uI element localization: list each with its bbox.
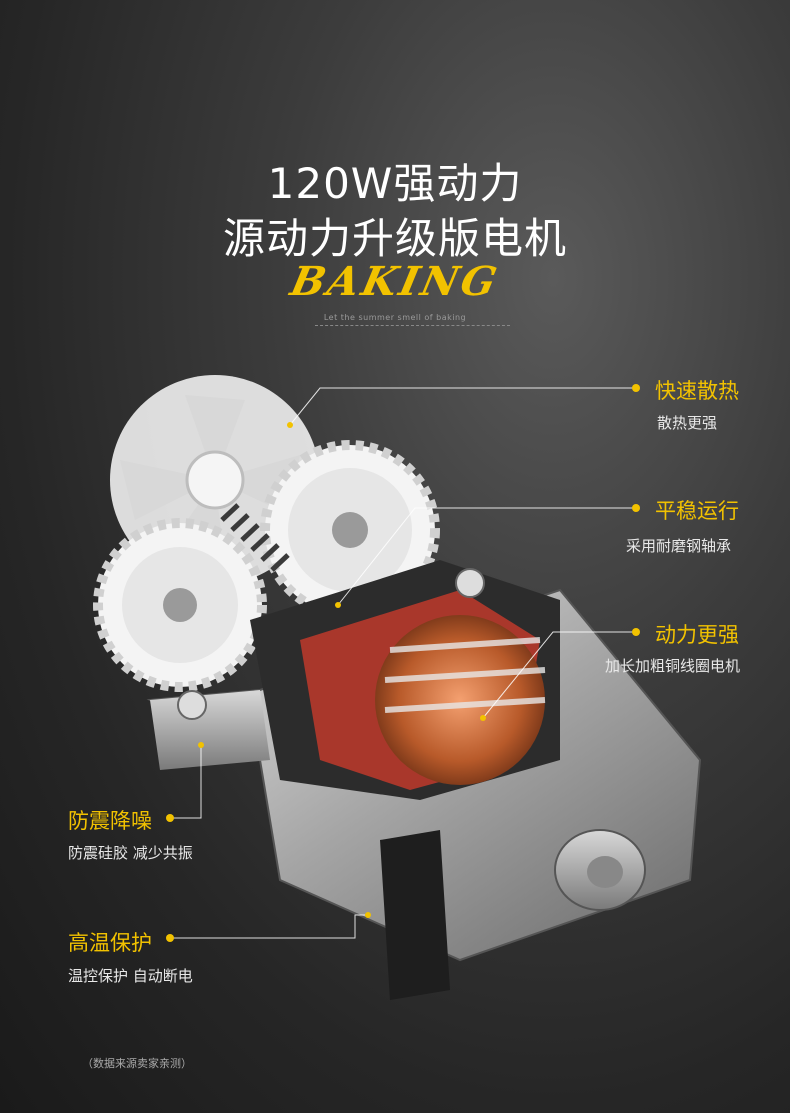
feature-cooling-subtitle: 散热更强 [657, 414, 718, 432]
feature-heat-protection-subtitle: 温控保护 自动断电 [68, 967, 193, 985]
feature-stable-subtitle: 采用耐磨钢轴承 [626, 537, 732, 555]
headline-motor: 源动力升级版电机 [222, 214, 567, 263]
brand-tagline: Let the summer smell of baking [323, 313, 467, 322]
data-source-note: （数据来源卖家亲测） [82, 1057, 192, 1070]
lower-gear-icon [93, 518, 267, 692]
feature-power-title: 动力更强 [655, 623, 739, 647]
motor-housing [146, 560, 702, 1000]
feature-dot [632, 504, 640, 512]
feature-cooling-title: 快速散热 [655, 379, 739, 403]
feature-heat-protection-title: 高温保护 [68, 931, 152, 955]
tagline-divider [315, 325, 510, 326]
feature-dot [166, 934, 174, 942]
feature-stable-title: 平稳运行 [655, 499, 739, 523]
headline-power: 120W强动力 [267, 159, 523, 208]
feature-dot [632, 628, 640, 636]
upper-gear-icon [260, 440, 440, 620]
feature-dot [166, 814, 174, 822]
feature-antivibration-subtitle: 防震硅胶 减少共振 [68, 844, 193, 862]
feature-power-subtitle: 加长加粗铜线圈电机 [605, 657, 741, 675]
feature-dot [632, 384, 640, 392]
spring-icon [220, 503, 290, 572]
feature-antivibration-title: 防震降噪 [68, 809, 152, 833]
